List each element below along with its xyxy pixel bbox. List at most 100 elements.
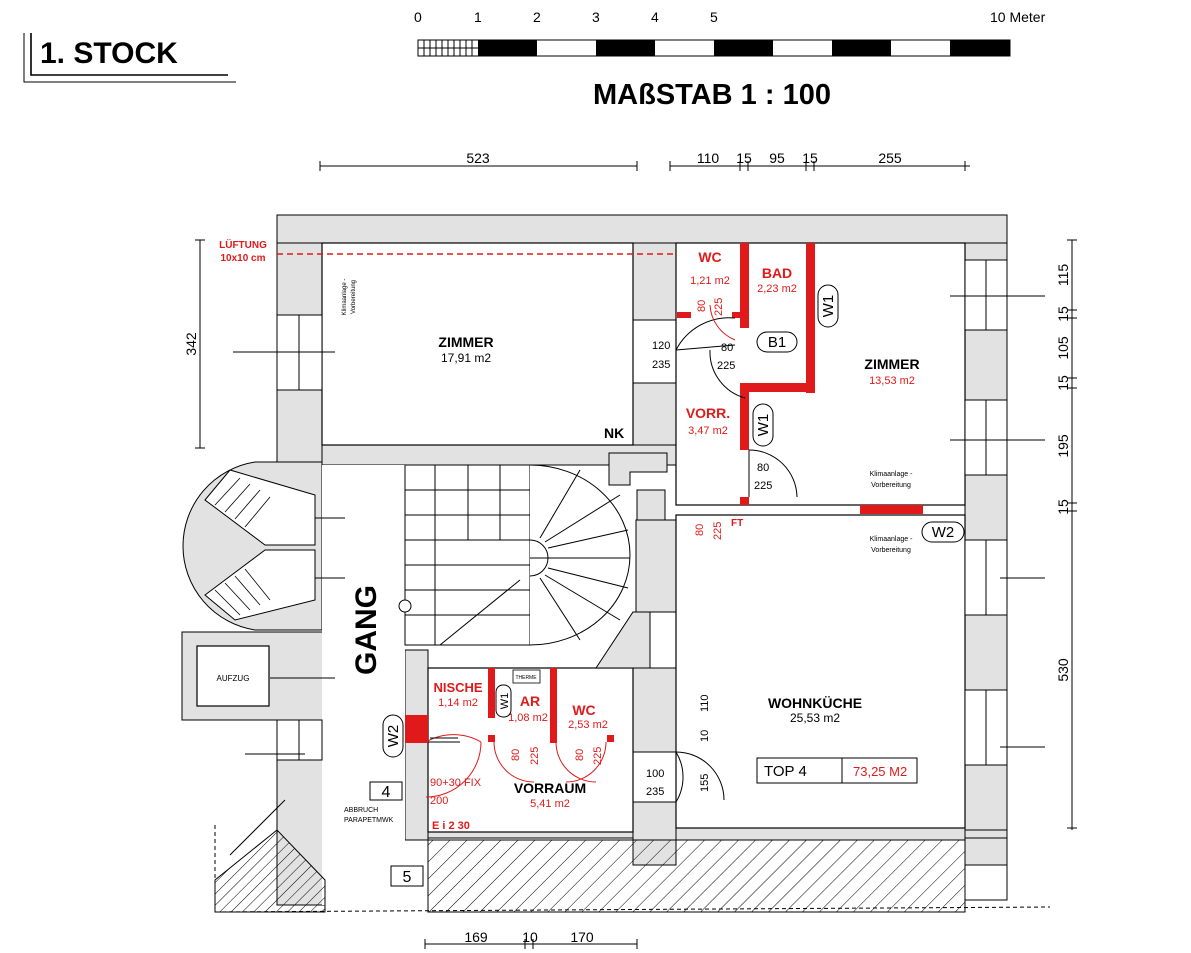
klima-label-left-1: Klimaanlage - [342, 279, 348, 316]
room-aufzug-name: AUFZUG [217, 674, 250, 683]
klima-label-left-2: Vorbereitung [351, 280, 357, 314]
staircase [398, 464, 631, 646]
leader-lines [233, 295, 1045, 755]
rooms [196, 242, 966, 905]
scale-bar: 0 1 2 3 4 5 10 Meter MAßSTAB 1 : 100 [414, 9, 1046, 111]
dim-right-530: 530 [1055, 658, 1071, 682]
door-d8-h: 225 [592, 747, 604, 765]
scale-label: MAßSTAB 1 : 100 [593, 79, 831, 111]
door-d7-h: 225 [529, 747, 541, 765]
room-wc-bottom-area: 2,53 m2 [568, 719, 608, 731]
therme-box: THERME [512, 669, 541, 684]
scale-tick-4: 4 [651, 9, 659, 25]
room-bad-area: 2,23 m2 [757, 283, 797, 295]
misc-labels: LÜFTUNG 10x10 cm B1 W1 W1 W1 W2 W2 NK FT [219, 238, 965, 887]
room-wohnkueche-area: 25,53 m2 [790, 711, 840, 725]
dim-right-115: 115 [1055, 264, 1071, 287]
w2-label-left: W2 [385, 725, 402, 748]
door-d4-h: 225 [754, 480, 772, 492]
ventilation-label: LÜFTUNG [219, 238, 267, 251]
door-d2-h: 225 [717, 360, 735, 372]
w1-tag-top: W1 [817, 284, 839, 328]
dim-right-15a: 15 [1055, 306, 1071, 322]
box-5-label: 5 [403, 869, 412, 886]
room-zimmer-right-area: 13,53 m2 [869, 375, 915, 387]
room-gang-name: GANG [350, 585, 383, 675]
room-bad-name: BAD [762, 265, 792, 281]
doors [675, 317, 798, 803]
room-nische-area: 1,14 m2 [438, 697, 478, 709]
unit-area: 73,25 M2 [853, 764, 907, 779]
dim-top-110: 110 [697, 150, 720, 166]
scale-tick-5: 5 [710, 9, 718, 25]
door-d7-w: 80 [510, 749, 522, 761]
door-d2-w: 80 [721, 342, 733, 354]
door-d10-w: 110 [699, 694, 711, 712]
dim-left-342: 342 [183, 332, 199, 356]
ft-label: FT [731, 518, 743, 529]
tower-stairs [204, 469, 316, 621]
door-d10-h: 155 [699, 774, 711, 792]
w2-tag-left: W2 [382, 714, 404, 758]
title-block: 1. STOCK [23, 33, 236, 83]
dim-top-255: 255 [878, 150, 902, 166]
dim-right-15c: 15 [1055, 499, 1071, 515]
klima-label-right-2a: Klimaanlage - [870, 536, 913, 543]
abbruch-label-2: PARAPETMWK [344, 817, 394, 824]
w1-label-bottom: W1 [499, 693, 511, 710]
room-ar-name: AR [520, 693, 540, 709]
unit-label: TOP 4 [764, 763, 807, 780]
box-4: 4 [369, 781, 403, 801]
therme-label: THERME [515, 675, 537, 681]
ventilation-size: 10x10 cm [220, 253, 265, 264]
scale-tick-2: 2 [533, 9, 541, 25]
room-vorraum-area: 5,41 m2 [530, 798, 570, 810]
new-walls [405, 243, 923, 743]
w1-label-top: W1 [820, 295, 837, 318]
dim-right-105: 105 [1055, 336, 1071, 360]
dim-top-95: 95 [769, 150, 785, 166]
door-d6-h: 235 [646, 786, 664, 798]
door-d4-w: 80 [757, 462, 769, 474]
door-labels: 120 235 80 225 80 225 80 225 80 225 100 … [510, 298, 772, 798]
elevator-box [196, 645, 270, 707]
room-wc-top-area: 1,21 m2 [690, 275, 730, 287]
dim-bottom-10: 10 [522, 929, 538, 945]
door-d3-w: 80 [696, 300, 708, 312]
room-vorr-area: 3,47 m2 [688, 425, 728, 437]
klima-label-right-2b: Vorbereitung [871, 547, 911, 554]
w2-label-right: W2 [932, 524, 955, 541]
dim-top-523: 523 [466, 150, 490, 166]
dim-top-15b: 15 [802, 150, 818, 166]
room-nische-name: NISCHE [433, 680, 482, 695]
w1-tag-mid: W1 [752, 403, 774, 447]
b1-label: B1 [768, 334, 786, 351]
door-d10-extra: 10 [699, 730, 711, 742]
door-d5-h: 225 [712, 522, 724, 540]
dim-right-195: 195 [1055, 434, 1071, 458]
fix-label-2: 200 [430, 795, 448, 807]
scale-tick-1: 1 [474, 9, 482, 25]
ei-label: E i 2 30 [432, 820, 470, 832]
page-title: 1. STOCK [40, 37, 178, 70]
door-d8-w: 80 [574, 749, 586, 761]
door-d3-h: 225 [713, 298, 725, 316]
scale-tick-0: 0 [414, 9, 422, 25]
door-d1-w: 120 [652, 340, 670, 352]
b1-tag: B1 [756, 331, 798, 353]
door-d1-h: 235 [652, 359, 670, 371]
unit-summary: TOP 4 73,25 M2 [756, 757, 918, 784]
w2-tag-right: W2 [921, 521, 965, 543]
room-vorr-name: VORR. [686, 405, 730, 421]
landing-wedge [595, 611, 651, 669]
scale-tick-10: 10 Meter [990, 9, 1046, 25]
door-d6-w: 100 [646, 768, 664, 780]
w1-label-mid: W1 [755, 414, 772, 437]
room-zimmer-right-name: ZIMMER [864, 356, 919, 372]
windows-right [964, 259, 1008, 901]
dim-bottom-170: 170 [570, 929, 594, 945]
dim-right-15b: 15 [1055, 375, 1071, 391]
door-d5-w: 80 [694, 524, 706, 536]
room-wohnkueche-name: WOHNKÜCHE [768, 695, 862, 711]
